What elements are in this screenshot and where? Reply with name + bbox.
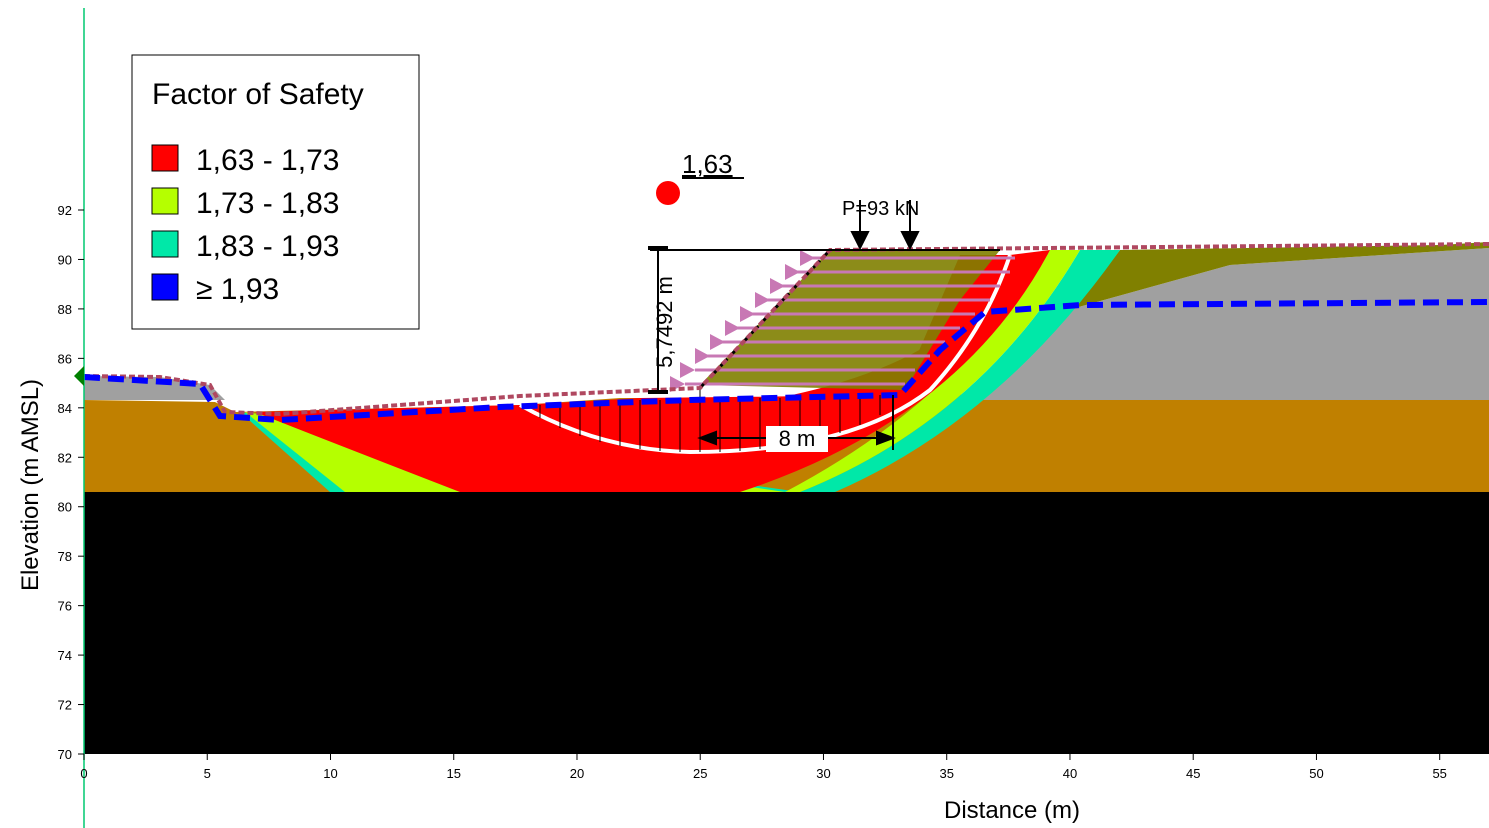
legend-label: 1,63 - 1,73 [196, 144, 339, 177]
legend-box [131, 54, 420, 330]
legend-label: 1,73 - 1,83 [196, 187, 339, 220]
x-tick-label: 5 [204, 766, 211, 781]
width-dimension-label: 8 m [779, 426, 816, 451]
y-ticks: 70 72 74 76 78 80 82 84 86 88 90 92 [58, 203, 84, 762]
legend-label: ≥ 1,93 [196, 273, 279, 306]
reinforcement-lines [685, 256, 1015, 386]
legend-swatch [151, 144, 179, 172]
x-tick-label: 50 [1309, 766, 1323, 781]
y-tick-label: 76 [58, 599, 72, 614]
sliding-mass [519, 248, 1015, 455]
y-tick-label: 88 [58, 302, 72, 317]
anchor-arrows [670, 250, 815, 392]
y-tick-label: 72 [58, 698, 72, 713]
load-label: P=93 kN [842, 198, 919, 220]
annotations: 1,63 P=93 kN 5,7492 m 8 m [648, 149, 1000, 452]
x-tick-label: 30 [816, 766, 830, 781]
x-tick-label: 25 [693, 766, 707, 781]
x-tick-label: 40 [1063, 766, 1077, 781]
axes: 70 72 74 76 78 80 82 84 86 88 90 92 0 5 10 15 20 25 30 35 4… [17, 8, 1447, 828]
legend-label: 1,83 - 1,93 [196, 230, 339, 263]
legend-entries: 1,63 - 1,73 1,73 - 1,83 1,83 - 1,93 ≥ 1,93 [151, 144, 339, 306]
x-tick-label: 0 [80, 766, 87, 781]
legend-title: Factor of Safety [152, 78, 364, 111]
legend: Factor of Safety 1,63 - 1,731,73 - 1,831… [131, 54, 420, 330]
x-tick-label: 45 [1186, 766, 1200, 781]
x-tick-label: 10 [323, 766, 337, 781]
y-tick-label: 84 [58, 401, 72, 416]
critical-center-marker [656, 181, 680, 205]
x-tick-label: 20 [570, 766, 584, 781]
y-tick-label: 92 [58, 203, 72, 218]
x-tick-label: 15 [447, 766, 461, 781]
y-tick-label: 86 [58, 351, 72, 366]
height-dimension-label: 5,7492 m [652, 276, 677, 368]
olive-layer [1075, 242, 1489, 308]
legend-swatch [151, 187, 179, 215]
critical-center-label: 1,63 [682, 149, 733, 179]
x-axis-title: Distance (m) [944, 797, 1080, 824]
height-dimension [648, 246, 1000, 394]
upper-fill-layer [975, 248, 1489, 400]
water-table [83, 299, 1489, 424]
x-ticks: 0 5 10 15 20 25 30 35 40 45 50 55 [80, 754, 1447, 781]
bedrock-layer [84, 490, 1489, 754]
legend-swatch [151, 230, 179, 258]
y-tick-label: 82 [58, 450, 72, 465]
x-tick-label: 55 [1432, 766, 1446, 781]
band-green [245, 250, 1080, 492]
y-tick-label: 80 [58, 500, 72, 515]
x-tick-label: 35 [939, 766, 953, 781]
slope-face [698, 248, 832, 390]
axis-origin-marker [74, 366, 84, 386]
legend-swatch [151, 273, 179, 301]
y-tick-label: 90 [58, 252, 72, 267]
y-tick-label: 74 [58, 648, 72, 663]
y-tick-label: 78 [58, 549, 72, 564]
y-axis-title: Elevation (m AMSL) [17, 379, 44, 591]
load-arrows [850, 200, 920, 251]
ground-surface [83, 242, 1489, 417]
y-tick-label: 70 [58, 747, 72, 762]
